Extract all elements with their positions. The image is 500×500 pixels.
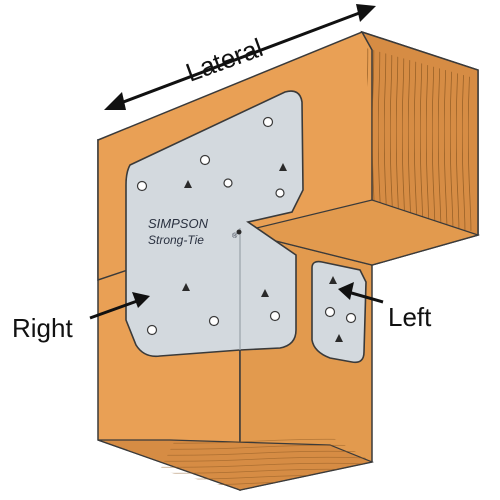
tri-hole: [261, 289, 269, 297]
right-plate: SIMPSON Strong-Tie ®: [125, 90, 304, 358]
right-arrow: [89, 292, 150, 320]
nail-hole: [223, 178, 233, 188]
tri-hole: [279, 163, 287, 171]
tri-hole: [184, 180, 192, 188]
nail-hole: [199, 154, 211, 166]
nail-hole: [269, 310, 281, 322]
nail-hole: [345, 312, 357, 324]
left-arrow: [338, 282, 384, 304]
lateral-arrow: [104, 4, 376, 110]
left-label: Left: [388, 302, 432, 332]
nail-hole: [324, 306, 336, 318]
nail-hole: [146, 324, 158, 336]
brand-mark: ®: [232, 232, 238, 240]
nail-hole: [236, 229, 242, 235]
nail-hole: [262, 116, 274, 128]
nail-hole: [136, 180, 148, 192]
tri-hole: [182, 283, 190, 291]
tri-hole: [329, 276, 337, 284]
brand-line2: Strong-Tie: [148, 233, 204, 247]
brand-line1: SIMPSON: [148, 216, 209, 231]
nail-hole: [208, 315, 220, 327]
left-plate: [311, 260, 367, 364]
tri-hole: [335, 334, 343, 342]
right-label: Right: [12, 313, 73, 343]
nail-hole: [275, 188, 285, 198]
